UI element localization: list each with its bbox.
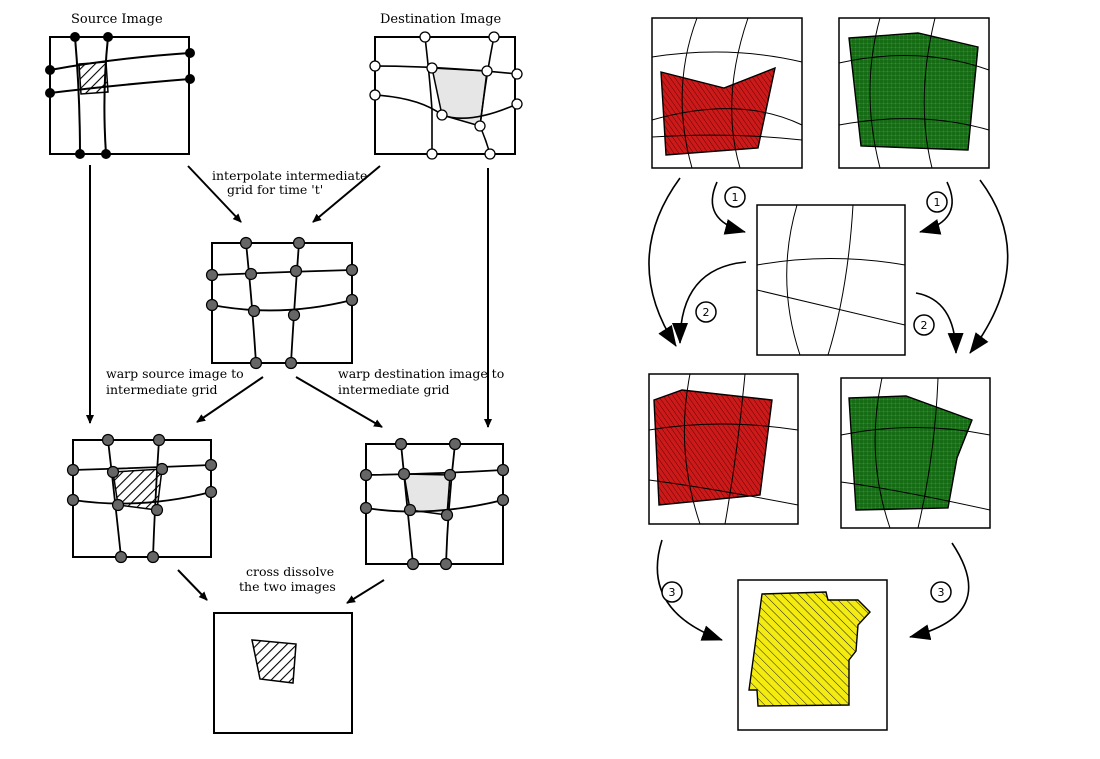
arrow-intermediate-to-warped-source	[196, 376, 264, 423]
arrow-outer-left	[648, 177, 681, 347]
cross-dissolve-result	[213, 612, 353, 734]
svg-text:2: 2	[703, 306, 710, 319]
svg-text:3: 3	[938, 586, 945, 599]
yellow-result-frame	[737, 579, 888, 731]
step-marker-3-right: 3	[930, 581, 952, 603]
arrow-step2-left	[672, 261, 747, 344]
red-shape	[660, 66, 776, 156]
warp-destination-label-line-1: warp destination image to	[338, 366, 504, 381]
intermediate-frame	[756, 204, 906, 356]
cross-dissolve-label-line-1: cross dissolve	[246, 564, 334, 579]
warped-red-shape	[653, 389, 773, 506]
svg-text:1: 1	[732, 191, 739, 204]
arrow-step2-right	[915, 292, 964, 354]
step-marker-3-left: 3	[661, 581, 683, 603]
destination-shape-frame	[838, 17, 990, 169]
intermediate-control-points	[205, 236, 359, 370]
warped-green-frame	[840, 377, 991, 529]
arrow-step1-right	[919, 181, 953, 235]
step-marker-2-right: 2	[913, 314, 935, 336]
arrow-outer-right	[969, 179, 1009, 354]
warped-destination-control-points	[359, 437, 510, 571]
step-marker-2-left: 2	[695, 301, 717, 323]
svg-text:2: 2	[921, 319, 928, 332]
destination-image	[369, 31, 523, 160]
warped-green-shape	[848, 395, 973, 511]
yellow-shape	[748, 591, 871, 707]
cross-dissolve-label-line-2: the two images	[239, 579, 336, 594]
arrow-source-to-intermediate	[187, 165, 242, 223]
warp-source-label-line-1: warp source image to	[106, 366, 244, 381]
step-marker-1-left: 1	[724, 186, 746, 208]
source-shape-frame	[651, 17, 803, 169]
arrow-step1-left	[711, 181, 746, 235]
warp-source-label-line-2: intermediate grid	[106, 382, 218, 397]
svg-text:3: 3	[669, 586, 676, 599]
arrow-warped-destination-to-result	[346, 579, 385, 604]
interpolate-label-line-1: interpolate intermediate	[212, 168, 367, 183]
warped-destination-image	[359, 437, 510, 571]
arrow-intermediate-to-warped-destination	[295, 376, 383, 428]
destination-image-title: Destination Image	[380, 12, 502, 27]
warp-destination-label-line-2: intermediate grid	[338, 382, 450, 397]
source-image-title: Source Image	[71, 12, 163, 27]
step-markers: 1 1 2 2 3 3	[661, 186, 952, 603]
interpolate-label-line-2: grid for time 't'	[227, 182, 323, 197]
arrow-destination-to-intermediate	[312, 165, 381, 223]
warped-red-frame	[648, 373, 799, 525]
svg-text:1: 1	[934, 196, 941, 209]
source-image	[45, 32, 195, 159]
warped-source-image	[66, 433, 218, 564]
left-panel: Source Image Destination Image	[45, 12, 523, 734]
right-panel: 1 1 2 2 3 3	[648, 17, 1009, 731]
arrow-warped-source-to-result	[177, 569, 208, 601]
step-marker-1-right: 1	[926, 191, 948, 213]
arrow-step3-right	[909, 542, 970, 641]
intermediate-grid	[205, 236, 359, 370]
destination-control-points	[369, 31, 523, 160]
result-patch	[251, 639, 297, 684]
warped-source-control-points	[66, 433, 218, 564]
green-shape	[848, 32, 979, 151]
source-control-points	[45, 32, 195, 159]
